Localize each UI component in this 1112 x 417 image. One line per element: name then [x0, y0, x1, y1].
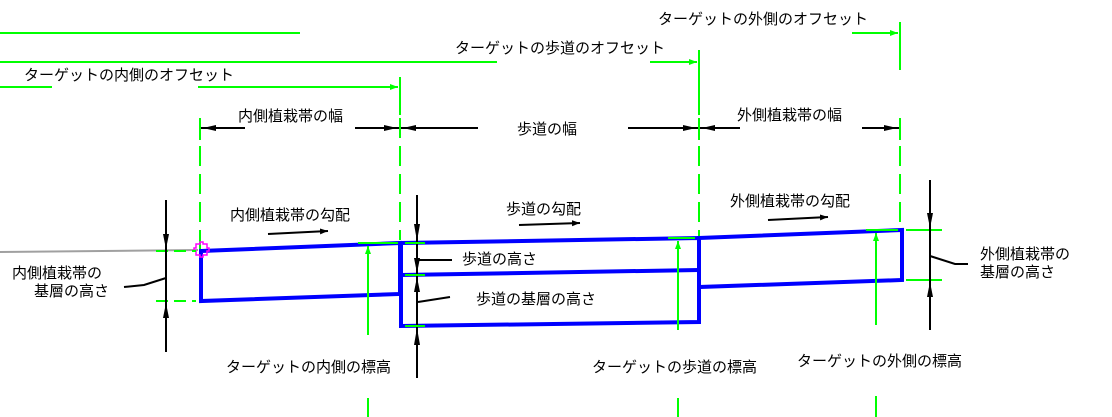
- inner-offset-dimension: ターゲットの内側のオフセット: [0, 66, 401, 115]
- walk-base-depth-label: 歩道の基層の高さ: [476, 290, 596, 308]
- elevation-labels: ターゲットの内側の標高 ターゲットの歩道の標高 ターゲットの外側の標高: [226, 352, 962, 376]
- outer-offset-label: ターゲットの外側のオフセット: [658, 10, 868, 28]
- slope-annotations: 内側植栽帯の勾配 歩道の勾配 外側植栽帯の勾配: [230, 192, 850, 235]
- subassembly-shape: [199, 227, 904, 329]
- inner-strip-depth-dimension: 内側植栽帯の 基層の高さ: [12, 200, 196, 352]
- existing-ground-line: [0, 249, 199, 253]
- outer-strip-depth-label-line1: 外側植栽帯の: [980, 245, 1070, 263]
- walk-depth-label: 歩道の高さ: [462, 250, 537, 268]
- inner-strip-slope-label: 内側植栽帯の勾配: [230, 206, 350, 224]
- walk-depth-dimension: 歩道の高さ 歩道の基層の高さ: [405, 195, 596, 378]
- inner-elevation-label: ターゲットの内側の標高: [226, 358, 391, 376]
- outer-offset-dimension: ターゲットの外側のオフセット: [0, 10, 901, 70]
- width-dimensions: 内側植栽帯の幅 歩道の幅 外側植栽帯の幅: [199, 106, 901, 140]
- outer-strip-shape: [697, 227, 904, 290]
- outer-elevation-label: ターゲットの外側の標高: [797, 352, 962, 370]
- walk-offset-label: ターゲットの歩道のオフセット: [455, 39, 665, 57]
- inner-strip-depth-label-line1: 内側植栽帯の: [12, 264, 102, 282]
- outer-strip-slope-label: 外側植栽帯の勾配: [730, 192, 850, 210]
- inner-offset-label: ターゲットの内側のオフセット: [24, 66, 234, 84]
- walk-shape: [399, 235, 701, 329]
- walk-slope-label: 歩道の勾配: [506, 200, 581, 218]
- walk-offset-dimension: ターゲットの歩道のオフセット: [0, 39, 700, 115]
- walk-elevation-label: ターゲットの歩道の標高: [592, 358, 757, 376]
- outer-strip-depth-label-line2: 基層の高さ: [980, 263, 1055, 281]
- outer-strip-depth-dimension: 外側植栽帯の 基層の高さ: [906, 180, 1070, 330]
- walk-layer-line: [400, 268, 700, 277]
- walk-width-label: 歩道の幅: [517, 120, 577, 138]
- inner-strip-depth-label-line2: 基層の高さ: [34, 282, 109, 300]
- inner-strip-width-label: 内側植栽帯の幅: [238, 107, 343, 125]
- inner-strip-shape: [199, 240, 402, 304]
- outer-strip-width-label: 外側植栽帯の幅: [737, 106, 842, 124]
- target-elevation-indicators: [358, 229, 898, 417]
